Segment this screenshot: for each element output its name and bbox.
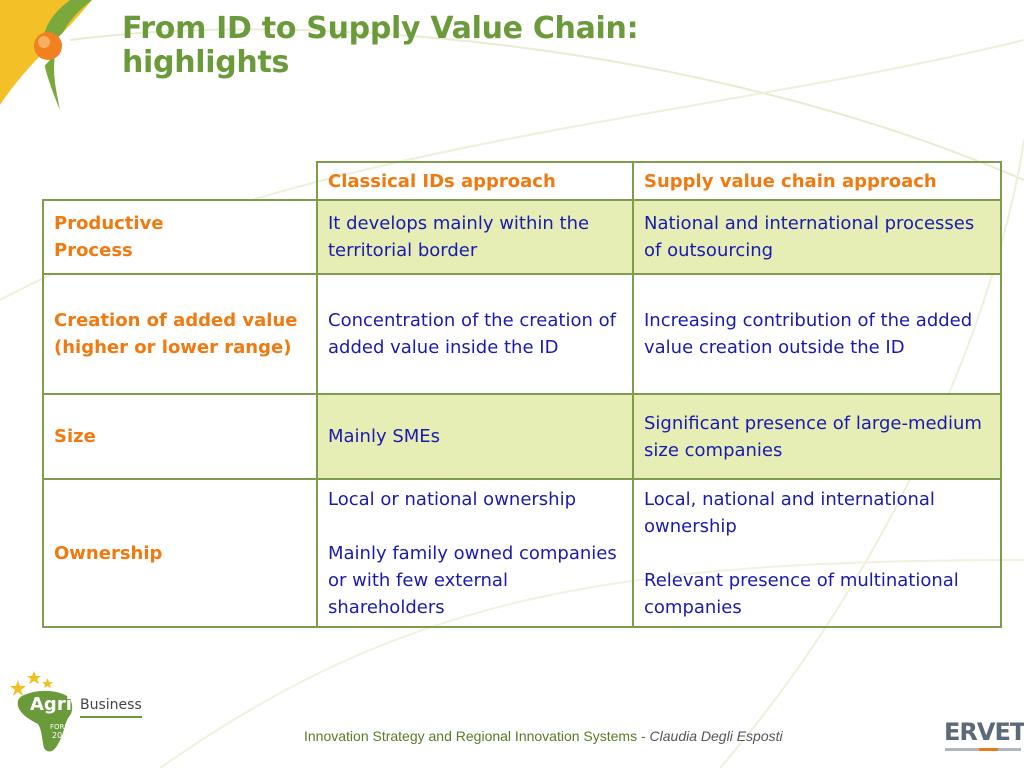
star-icon xyxy=(27,671,41,684)
africa-map-icon xyxy=(10,671,73,752)
table-header-supply: Supply value chain approach xyxy=(632,161,1002,201)
page-title-line-2: highlights xyxy=(122,45,290,80)
orange-ball-highlight xyxy=(38,36,50,48)
table-header-classical: Classical IDs approach xyxy=(316,161,634,201)
cell-classical-productive-process: It develops mainly within the territoria… xyxy=(316,199,634,275)
star-icon xyxy=(42,678,53,688)
star-icon xyxy=(10,680,26,696)
table-row: Ownership Local or national ownership Ma… xyxy=(42,478,1002,628)
cell-supply-ownership: Local, national and international owners… xyxy=(632,478,1002,628)
row-label-productive-process: Productive Process xyxy=(42,199,318,275)
cell-supply-size: Significant presence of large-medium siz… xyxy=(632,393,1002,480)
agri-word: Agri xyxy=(30,694,72,715)
row-label-creation-of-added-value: Creation of added value (higher or lower… xyxy=(42,273,318,395)
row-label-ownership: Ownership xyxy=(42,478,318,628)
cell-classical-added-value: Concentration of the creation of added v… xyxy=(316,273,634,395)
row-label-line: Productive xyxy=(54,213,164,234)
footer-author: Claudia Degli Esposti xyxy=(649,728,783,744)
cell-paragraph: Local, national and international owners… xyxy=(644,489,935,537)
cell-classical-ownership: Local or national ownership Mainly famil… xyxy=(316,478,634,628)
footer: Innovation Strategy and Regional Innovat… xyxy=(304,728,783,744)
swoosh-line-top xyxy=(69,28,1024,181)
cell-paragraph: Mainly family owned companies or with fe… xyxy=(328,543,617,618)
row-label-line: Creation of added value xyxy=(54,310,298,331)
cell-classical-size: Mainly SMEs xyxy=(316,393,634,480)
table-row: Creation of added value (higher or lower… xyxy=(42,273,1002,395)
table-header-row: Classical IDs approach Supply value chai… xyxy=(43,161,1002,201)
ervet-tagline-bar xyxy=(945,748,1021,751)
table-row: Productive Process It develops mainly wi… xyxy=(42,199,1002,275)
ervet-logo: ERVET xyxy=(940,716,1024,762)
logo-underline xyxy=(80,716,142,718)
row-label-size: Size xyxy=(42,393,318,480)
page-title-line-1: From ID to Supply Value Chain: xyxy=(122,11,639,46)
row-label-line: (higher or lower range) xyxy=(54,337,292,358)
year-word: 2008 xyxy=(52,731,73,740)
comparison-table: Classical IDs approach Supply value chai… xyxy=(42,161,1002,628)
corner-green-swoosh xyxy=(42,0,92,110)
forum-word: FORUM xyxy=(50,723,76,731)
table-header-empty-cell xyxy=(43,162,317,200)
africa-shape xyxy=(17,690,73,752)
business-word: Business xyxy=(80,697,142,713)
table-row: Size Mainly SMEs Significant presence of… xyxy=(42,393,1002,480)
ervet-word: ERVET xyxy=(944,718,1024,746)
agri-business-forum-logo: Agri Business FORUM 2008 xyxy=(8,668,148,764)
cell-paragraph: Local or national ownership xyxy=(328,489,577,510)
row-label-line: Process xyxy=(54,240,133,261)
footer-text: Innovation Strategy and Regional Innovat… xyxy=(304,728,650,744)
cell-paragraph: Relevant presence of multinational compa… xyxy=(644,570,959,618)
cell-supply-added-value: Increasing contribution of the added val… xyxy=(632,273,1002,395)
cell-supply-productive-process: National and international processes of … xyxy=(632,199,1002,275)
page-title: From ID to Supply Value Chain: highlight… xyxy=(122,11,639,80)
